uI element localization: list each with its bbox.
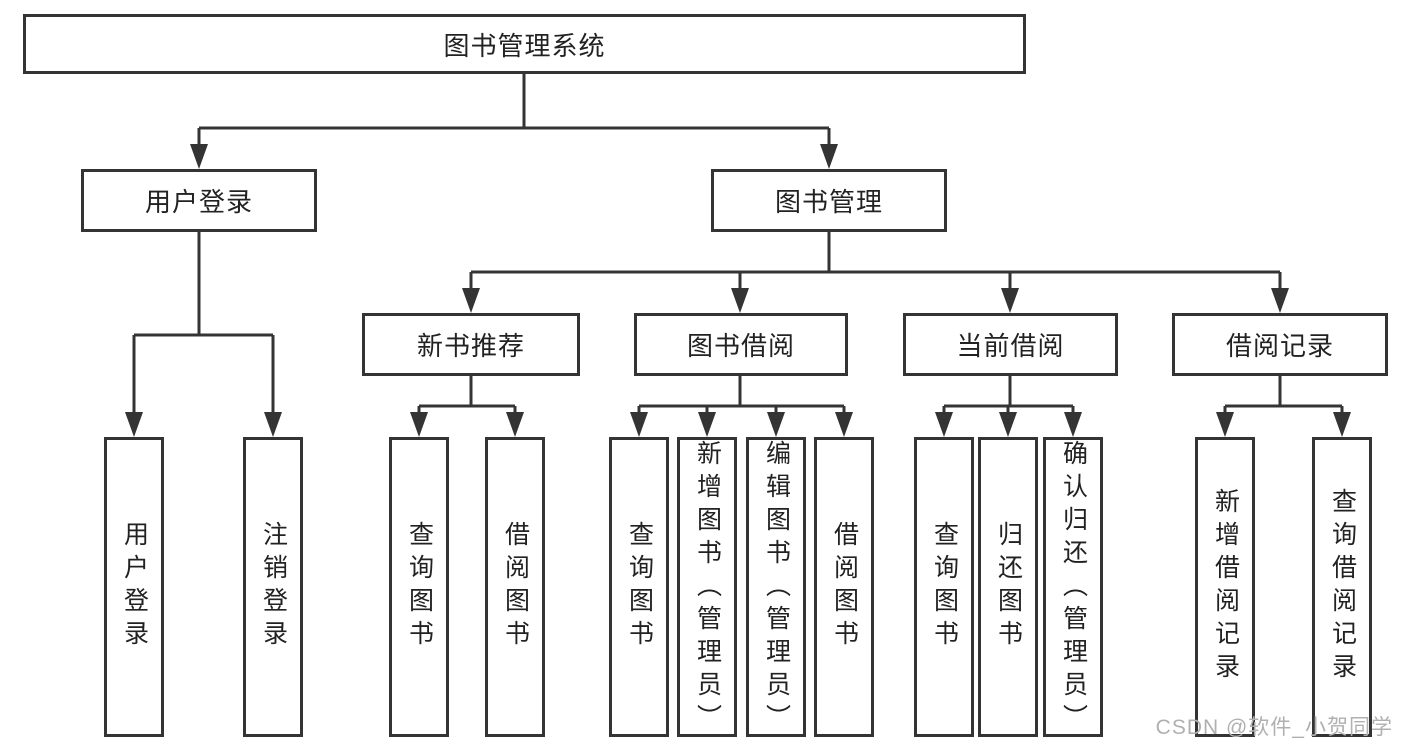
leaf-label: 注销登录: [259, 521, 288, 653]
leaf-newbook-query-books: 查询图书: [389, 437, 449, 737]
node-label: 用户登录: [144, 187, 253, 217]
leaf-label: 用户登录: [120, 521, 149, 653]
node-label: 当前借阅: [956, 331, 1065, 361]
leaf-label: 查询图书: [625, 521, 654, 653]
leaf-records-query-borrow-record: 查询借阅记录: [1312, 437, 1372, 737]
leaf-current-confirm-return-admin: 确认归还（管理员）: [1043, 437, 1103, 737]
node-book-management: 图书管理: [711, 169, 947, 232]
leaf-label: 确认归还（管理员）: [1059, 440, 1088, 737]
node-label: 图书借阅: [686, 331, 795, 361]
node-label: 图书管理系统: [443, 30, 606, 61]
node-borrowing-records: 借阅记录: [1172, 313, 1388, 376]
leaf-user-login: 用户登录: [104, 437, 164, 737]
leaf-label: 借阅图书: [501, 521, 530, 653]
node-book-borrowing: 图书借阅: [634, 313, 848, 376]
csdn-watermark: CSDN @软件_小贺同学: [1155, 716, 1393, 739]
leaf-label: 查询图书: [405, 521, 434, 653]
leaf-borrow-add-books-admin: 新增图书（管理员）: [677, 437, 737, 737]
node-new-book-recommendation: 新书推荐: [362, 313, 580, 376]
node-current-borrowing: 当前借阅: [903, 313, 1118, 376]
leaf-label: 查询借阅记录: [1328, 488, 1357, 686]
arrowheads: [125, 144, 1351, 437]
node-library-management-system: 图书管理系统: [23, 14, 1026, 74]
node-label: 借阅记录: [1225, 331, 1334, 361]
leaf-label: 新增图书（管理员）: [693, 440, 722, 737]
leaf-borrow-query-books: 查询图书: [609, 437, 669, 737]
leaf-label: 编辑图书（管理员）: [762, 440, 791, 737]
node-label: 图书管理: [774, 187, 883, 217]
leaf-label: 新增借阅记录: [1211, 488, 1240, 686]
leaf-current-return-books: 归还图书: [978, 437, 1038, 737]
leaf-label: 归还图书: [994, 521, 1023, 653]
leaf-label: 查询图书: [930, 521, 959, 653]
leaf-newbook-borrow-books: 借阅图书: [485, 437, 545, 737]
leaf-current-query-books: 查询图书: [914, 437, 974, 737]
leaf-borrow-edit-books-admin: 编辑图书（管理员）: [746, 437, 806, 737]
leaf-label: 借阅图书: [830, 521, 859, 653]
node-user-login: 用户登录: [81, 169, 317, 232]
leaf-borrow-borrow-books: 借阅图书: [814, 437, 874, 737]
leaf-logout: 注销登录: [243, 437, 303, 737]
leaf-records-add-borrow-record: 新增借阅记录: [1195, 437, 1255, 737]
node-label: 新书推荐: [416, 331, 525, 361]
